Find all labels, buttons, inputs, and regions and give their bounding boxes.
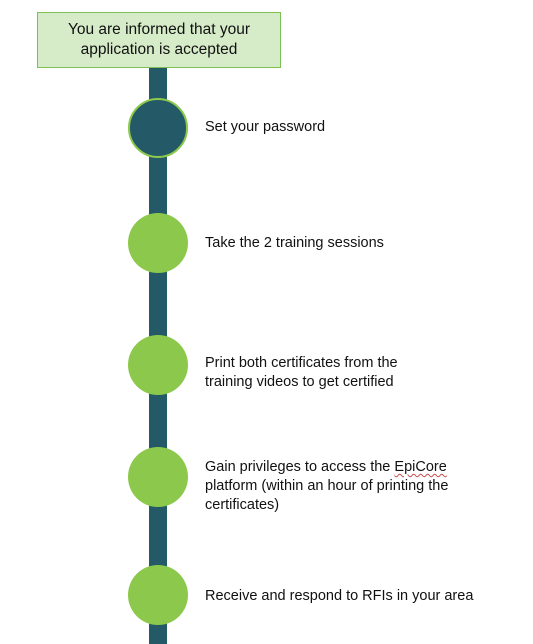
step-node-receive-rfis: [128, 565, 188, 625]
start-box-text: You are informed that your application i…: [67, 21, 251, 58]
step-label-training-sessions: Take the 2 training sessions: [205, 235, 384, 251]
step-node-set-password: [128, 98, 188, 158]
step-node-training-sessions: [128, 213, 188, 273]
step-node-print-certificates: [128, 335, 188, 395]
step-label-gain-privileges: Gain privileges to access the EpiCore pl…: [205, 458, 495, 515]
start-box: You are informed that your application i…: [37, 12, 281, 68]
step-label-gain-privileges-prefix: Gain privileges to access the: [205, 459, 395, 475]
step-node-gain-privileges: [128, 447, 188, 507]
step-label-set-password: Set your password: [205, 119, 326, 135]
step-label-gain-privileges-highlight: EpiCore: [394, 459, 447, 475]
step-label-gain-privileges-suffix: platform (within an hour of printing the…: [205, 478, 449, 513]
step-label-print-certificates: Print both certificates from the trainin…: [205, 355, 398, 390]
step-label-receive-rfis: Receive and respond to RFIs in your area: [205, 588, 474, 604]
